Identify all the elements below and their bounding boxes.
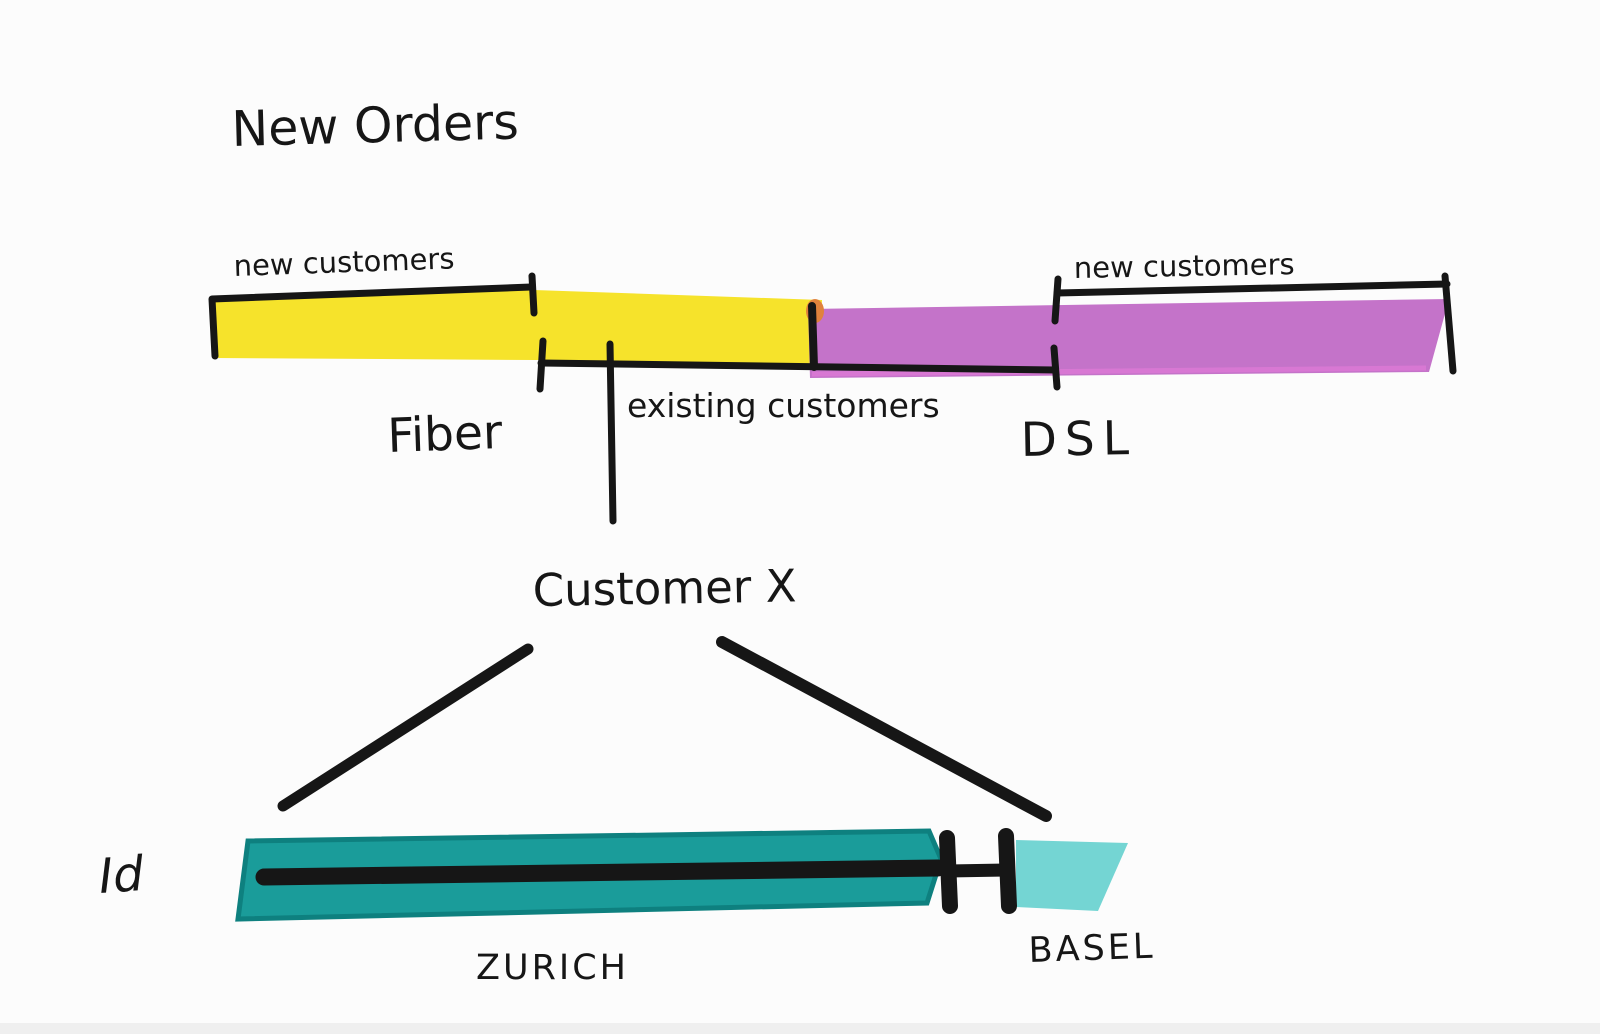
bracket-existing-customers [537,359,1059,374]
bracket-new-customers-right [1053,280,1451,297]
bracket-left-end-tick [528,272,538,317]
zurich-timeline-line [255,859,947,886]
dsl-bar-bottom-edge [811,365,1427,377]
fiber-segment-bar [212,290,822,364]
diagram-title: New Orders [231,93,520,157]
customer-connector-line [606,340,617,525]
label-existing-customers: existing customers [627,386,940,425]
ink-strokes [208,272,1457,914]
bracket-right-end-tick [1441,272,1457,375]
diagonal-line-to-zurich [277,643,534,812]
break-mark-right-tick [998,828,1017,914]
break-mark-crossbar [941,863,1013,878]
label-customer-x: Customer X [532,559,797,617]
label-fiber: Fiber [386,405,503,464]
label-basel: BASEL [1028,927,1156,971]
basel-bar [1016,840,1128,911]
dsl-segment-bar [808,299,1449,378]
label-new-customers-right: new customers [1074,247,1295,285]
label-new-customers-left: new customers [233,241,455,283]
label-zurich: ZURICH [476,948,629,988]
labels: New Orders new customers existing custom… [97,93,1295,988]
bracket-right-left-tick [1051,275,1062,325]
segment-divider-line [808,302,818,371]
label-id: Id [97,846,146,905]
label-dsl: DSL [1020,411,1137,468]
bracket-middle-left-tick [536,337,547,393]
bracket-new-customers-left [208,283,535,360]
diagonal-line-to-basel [716,636,1052,822]
bracket-middle-right-tick [1050,344,1061,391]
scan-artifact-band [0,1023,1600,1034]
